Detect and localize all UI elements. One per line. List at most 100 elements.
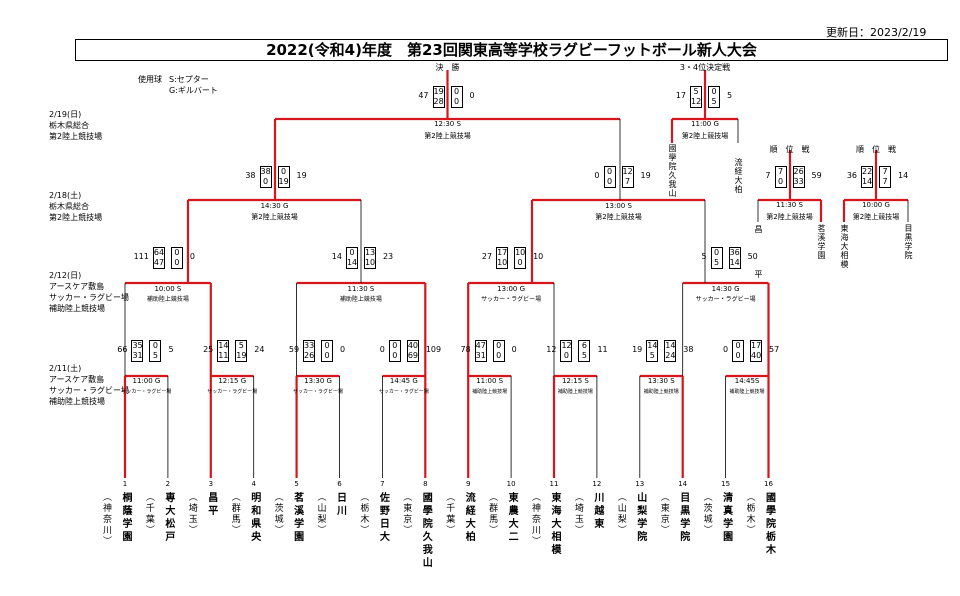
half-score: 0 (711, 87, 717, 96)
r1-7-time: 13:30 S (647, 377, 675, 385)
sf-1-total-left: 38 (245, 171, 256, 180)
qf-1-total-right: 0 (189, 252, 195, 261)
team-7-prefecture: （栃木） (358, 492, 369, 536)
team-4-name: 明和県央 (248, 492, 260, 544)
half-score: 0 (517, 258, 523, 267)
half-score: 31 (475, 351, 486, 360)
r1-2-time: 12:15 G (218, 377, 247, 385)
team-16-prefecture: （栃木） (744, 492, 755, 536)
qf-1-venue: 補助陸上競技場 (146, 296, 189, 303)
r1-1-total-right: 5 (168, 345, 174, 354)
r1-6-total-left: 12 (546, 345, 557, 354)
team-1-name: 桐蔭学園 (120, 492, 131, 544)
third-team-right: 流経大柏 (734, 158, 743, 194)
team-1-number: 1 (122, 480, 128, 488)
r1-6-total-right: 11 (597, 345, 608, 354)
place1-team-left: 昌 平 (754, 225, 763, 279)
half-score: 10 (497, 258, 508, 267)
half-score: 19 (278, 177, 289, 186)
half-score: 0 (392, 341, 398, 350)
team-8-number: 8 (423, 480, 428, 488)
r1-7-total-right: 38 (683, 345, 694, 354)
venue-2-2: サッカー・ラグビー場 (49, 293, 129, 302)
third-team-left: 國學院久我山 (668, 144, 677, 198)
qf-2-total-right: 23 (382, 252, 394, 261)
r1-2-total-right: 24 (254, 345, 265, 354)
team-3-prefecture: （埼玉） (186, 492, 197, 536)
half-score: 0 (453, 97, 460, 106)
venue-1-2: 第2陸上競技場 (49, 213, 103, 222)
half-score: 0 (280, 167, 287, 176)
date-1: 2/18(土) (49, 191, 82, 200)
team-9-number: 9 (465, 480, 471, 488)
sf-1-total-right: 19 (296, 171, 307, 180)
half-score: 5 (714, 258, 720, 267)
half-score: 0 (262, 177, 269, 186)
third-venue: 第2陸上競技場 (681, 132, 729, 140)
half-score: 7 (624, 177, 631, 186)
half-score: 0 (563, 351, 569, 360)
r1-8-total-left: 0 (722, 345, 729, 354)
half-score: 40 (751, 351, 762, 360)
half-score: 47 (475, 341, 486, 350)
team-5-number: 5 (294, 480, 299, 488)
half-score: 33 (304, 341, 315, 350)
final-total-left: 47 (418, 91, 429, 100)
venue-0-2: 第2陸上競技場 (49, 132, 103, 141)
r1-3-time: 13:30 G (304, 377, 332, 385)
sf-2-time: 13:00 S (605, 202, 632, 210)
team-2-prefecture: （千葉） (143, 492, 154, 536)
place2-team-right: 目黒学院 (904, 224, 913, 260)
half-score: 35 (132, 341, 143, 350)
sf-1-venue: 第2陸上競技場 (251, 213, 298, 221)
r1-6-venue: 補助陸上競技場 (557, 389, 593, 395)
team-12-number: 12 (592, 480, 602, 488)
team-4-prefecture: （群馬） (229, 492, 240, 536)
team-15-name: 清真学園 (720, 492, 732, 544)
half-score: 69 (407, 351, 419, 360)
half-score: 0 (714, 248, 720, 257)
qf-4-venue: サッカー・ラグビー場 (695, 296, 756, 303)
date-3: 2/11(土) (49, 364, 82, 373)
r1-3-total-left: 59 (288, 345, 300, 354)
team-6-prefecture: （山梨） (315, 492, 326, 536)
half-score: 26 (304, 351, 315, 360)
half-score: 5 (152, 351, 158, 360)
third-total-right: 5 (727, 91, 733, 100)
r1-1-time: 11:00 G (132, 377, 161, 385)
qf-1-total-left: 111 (133, 252, 149, 261)
half-score: 33 (793, 177, 804, 186)
half-score: 0 (324, 341, 330, 350)
half-score: 19 (433, 87, 444, 96)
r1-4-time: 14:45 G (389, 377, 418, 385)
team-13-number: 13 (635, 480, 645, 488)
half-score: 0 (152, 341, 158, 350)
half-score: 0 (324, 351, 330, 360)
r1-6-time: 12:15 S (562, 377, 589, 385)
place1-time: 11:30 S (776, 201, 803, 209)
team-7-number: 7 (380, 480, 385, 488)
team-5-prefecture: （茨城） (272, 492, 283, 536)
final-time: 12:30 S (434, 120, 461, 128)
qf-2-total-left: 14 (331, 252, 342, 261)
r1-4-total-right: 109 (425, 345, 442, 354)
half-score: 40 (407, 341, 419, 350)
qf-4-time: 14:30 G (711, 285, 740, 293)
half-score: 0 (496, 351, 502, 360)
venue-3-3: 補助陸上競技場 (49, 397, 105, 406)
r1-1-venue: サッカー・ラグビー場 (121, 389, 172, 395)
r1-5-time: 11:00 S (476, 377, 504, 385)
